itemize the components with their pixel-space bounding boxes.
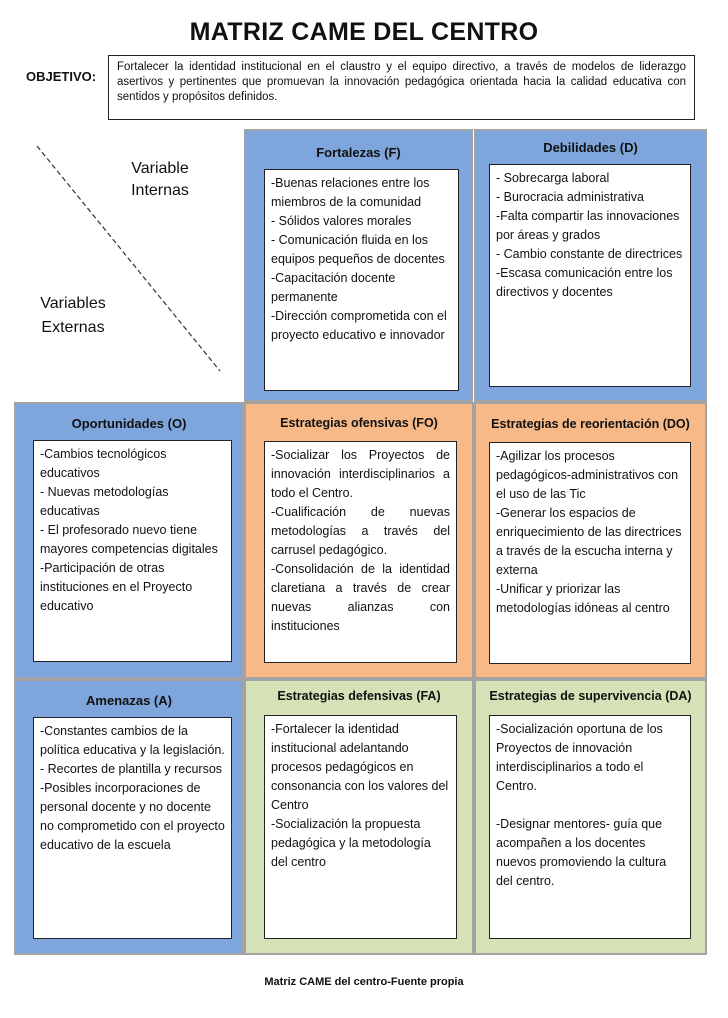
da-title: Estrategias de supervivencia (DA) <box>489 689 692 703</box>
do-title: Estrategias de reorientación (DO) <box>491 417 690 431</box>
cell-amenazas: Amenazas (A) -Constantes cambios de la p… <box>14 679 244 955</box>
amenazas-list: -Constantes cambios de la política educa… <box>33 717 232 939</box>
list-item: -Posibles incorporaciones de personal do… <box>40 781 229 852</box>
list-item: -Generar los espacios de enriquecimiento… <box>496 506 685 577</box>
page-title: MATRIZ CAME DEL CENTRO <box>189 18 539 46</box>
list-item: -Capacitación docente permanente <box>271 271 399 304</box>
list-item: - Cambio constante de directrices <box>496 247 683 261</box>
list-item: - El profesorado nuevo tiene mayores com… <box>40 523 218 556</box>
list-item: -Cualificación de nuevas metodologías a … <box>271 505 454 557</box>
da-list: -Socialización oportuna de los Proyectos… <box>489 715 691 939</box>
cell-estrategias-fa: Estrategias defensivas (FA) -Fortalecer … <box>244 679 474 955</box>
list-item: -Unificar y priorizar las metodologías i… <box>496 582 670 615</box>
cell-estrategias-do: Estrategias de reorientación (DO) -Agili… <box>474 402 707 679</box>
list-item: - Burocracia administrativa <box>496 190 644 204</box>
fortalezas-title: Fortalezas (F) <box>316 145 401 160</box>
objective-text: Fortalecer la identidad institucional en… <box>108 55 695 120</box>
internal-variables-label: Variable Internas <box>131 160 189 199</box>
list-item: - Comunicación fluida en los equipos peq… <box>271 233 445 266</box>
list-item: -Constantes cambios de la política educa… <box>40 724 225 757</box>
debilidades-list: - Sobrecarga laboral - Burocracia admini… <box>489 164 691 387</box>
fa-title: Estrategias defensivas (FA) <box>277 689 441 703</box>
list-item: - Nuevas metodologías educativas <box>40 485 173 518</box>
list-item: - Sólidos valores morales <box>271 214 412 228</box>
list-item <box>496 796 684 815</box>
fa-list: -Fortalecer la identidad institucional a… <box>264 715 457 939</box>
list-item: -Buenas relaciones entre los miembros de… <box>271 176 433 209</box>
fo-list: -Socializar los Proyectos de innovación … <box>264 441 457 663</box>
cell-fortalezas: Fortalezas (F) -Buenas relaciones entre … <box>244 129 473 402</box>
cell-debilidades: Debilidades (D) - Sobrecarga laboral - B… <box>474 129 707 402</box>
list-item: -Socialización la propuesta pedagógica y… <box>271 817 435 869</box>
oportunidades-title: Oportunidades (O) <box>71 416 187 431</box>
list-item: -Consolidación de la identidad claretian… <box>271 562 454 633</box>
cell-estrategias-da: Estrategias de supervivencia (DA) -Socia… <box>474 679 707 955</box>
list-item: -Participación de otras instituciones en… <box>40 561 196 613</box>
list-item: - Recortes de plantilla y recursos <box>40 762 223 776</box>
fortalezas-list: -Buenas relaciones entre los miembros de… <box>264 169 459 391</box>
list-item: -Escasa comunicación entre los directivo… <box>496 266 676 299</box>
list-item: -Agilizar los procesos pedagógicos-admin… <box>496 449 682 501</box>
list-item: -Falta compartir las innovaciones por ár… <box>496 209 683 242</box>
list-item: - Sobrecarga laboral <box>496 171 610 185</box>
list-item: -Fortalecer la identidad institucional a… <box>271 722 452 812</box>
do-list: -Agilizar los procesos pedagógicos-admin… <box>489 442 691 664</box>
cell-oportunidades: Oportunidades (O) -Cambios tecnológicos … <box>14 402 244 679</box>
list-item: -Cambios tecnológicos educativos <box>40 447 170 480</box>
list-item: -Designar mentores- guía que acompañen a… <box>496 817 670 888</box>
list-item: -Socialización oportuna de los Proyectos… <box>496 722 667 793</box>
amenazas-title: Amenazas (A) <box>86 693 172 708</box>
cell-estrategias-fo: Estrategias ofensivas (FO) -Socializar l… <box>244 402 474 679</box>
debilidades-title: Debilidades (D) <box>543 140 638 155</box>
external-variables-label: Variables Externas <box>40 295 106 336</box>
list-item: -Socializar los Proyectos de innovación … <box>271 448 454 500</box>
figure-caption: Matriz CAME del centro-Fuente propia <box>264 976 464 988</box>
oportunidades-list: -Cambios tecnológicos educativos - Nueva… <box>33 440 232 662</box>
fo-title: Estrategias ofensivas (FO) <box>280 416 438 430</box>
list-item: -Dirección comprometida con el proyecto … <box>271 309 451 342</box>
objective-label: OBJETIVO: <box>26 69 97 84</box>
